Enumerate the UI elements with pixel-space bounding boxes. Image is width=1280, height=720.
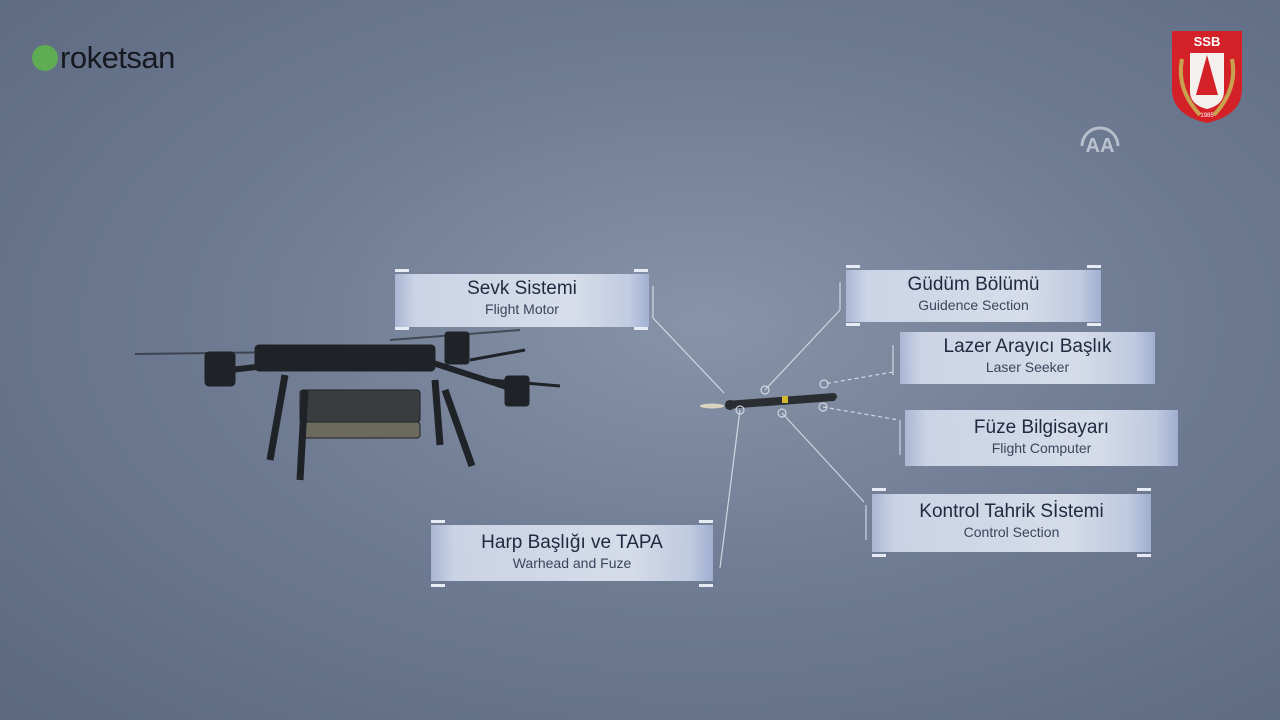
callout-title: Güdüm Bölümü: [907, 274, 1040, 295]
svg-text:SSB: SSB: [1194, 34, 1221, 49]
callout-title: Sevk Sistemi: [467, 278, 577, 299]
roketsan-wordmark: roketsan: [60, 40, 175, 75]
callout-title: Füze Bilgisayarı: [973, 417, 1110, 438]
missile: [700, 393, 837, 410]
callout-leaders: [652, 282, 901, 569]
drone: [134, 329, 561, 481]
roketsan-logo-dot: [32, 45, 58, 71]
callout-title: Kontrol Tahrik Sİstemi: [919, 501, 1104, 522]
callout-laser-seeker: Lazer Arayıcı Başlık Laser Seeker: [900, 332, 1155, 384]
callout-subtitle: Flight Motor: [485, 301, 559, 317]
callout-subtitle: Guidence Section: [918, 297, 1029, 313]
svg-text:AA: AA: [1086, 135, 1115, 156]
callout-guidance-section: Güdüm Bölümü Guidence Section: [846, 270, 1101, 322]
callout-warhead-fuze: Harp Başlığı ve TAPA Warhead and Fuze: [431, 525, 713, 581]
callout-title: Lazer Arayıcı Başlık: [943, 336, 1112, 357]
callout-subtitle: Control Section: [963, 524, 1060, 540]
roketsan-logo: roketsan: [32, 40, 175, 76]
callout-subtitle: Warhead and Fuze: [512, 555, 632, 571]
aa-watermark: AA: [1080, 126, 1120, 156]
callout-flight-motor: Sevk Sistemi Flight Motor: [395, 274, 649, 327]
callout-subtitle: Laser Seeker: [985, 359, 1070, 375]
callout-title: Harp Başlığı ve TAPA: [481, 532, 663, 553]
callout-control-section: Kontrol Tahrik Sİstemi Control Section: [872, 494, 1151, 552]
ssb-emblem: SSB 1985: [1172, 31, 1242, 123]
callout-subtitle: Flight Computer: [991, 440, 1092, 456]
svg-text:1985: 1985: [1200, 113, 1214, 119]
callout-flight-computer: Füze Bilgisayarı Flight Computer: [905, 410, 1178, 466]
